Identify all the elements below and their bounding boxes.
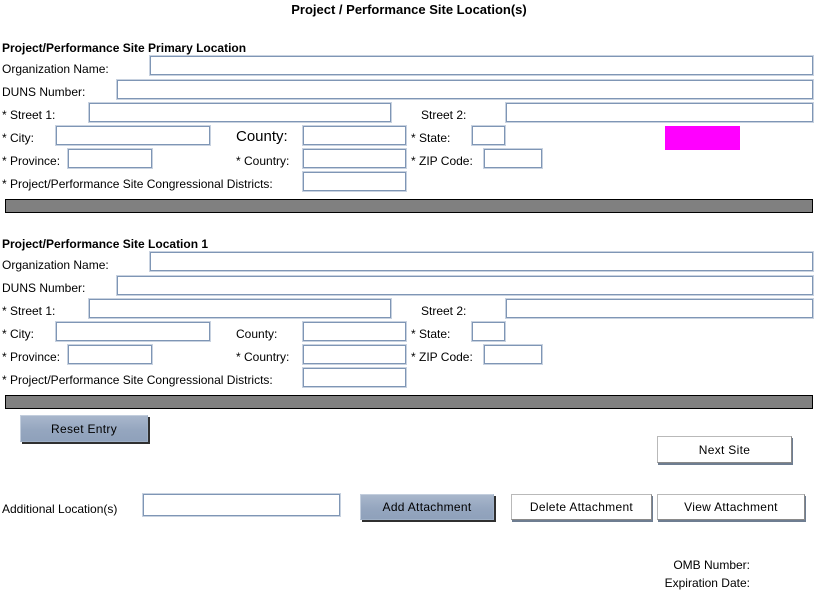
input-duns-number-2[interactable] (117, 276, 813, 295)
input-city-2[interactable] (56, 322, 210, 341)
label-duns-number-1: DUNS Number: (2, 85, 86, 99)
reset-entry-button[interactable]: Reset Entry (20, 415, 148, 442)
label-county-1: County: (236, 128, 288, 145)
label-province-1: * Province: (2, 154, 61, 168)
section-separator-1 (5, 199, 813, 213)
delete-attachment-button[interactable]: Delete Attachment (511, 494, 652, 520)
label-organization-name-1: Organization Name: (2, 62, 109, 76)
input-country-1[interactable] (303, 149, 406, 168)
label-county-2: County: (236, 327, 278, 341)
input-state-2[interactable] (472, 322, 505, 341)
label-congressional-districts-1: * Project/Performance Site Congressional… (2, 177, 273, 191)
input-province-2[interactable] (68, 345, 152, 364)
highlight-box (665, 126, 740, 150)
label-street1-1: * Street 1: (2, 108, 56, 122)
label-state-2: * State: (411, 327, 451, 341)
label-street2-1: Street 2: (421, 108, 467, 122)
input-province-1[interactable] (68, 149, 152, 168)
label-street2-2: Street 2: (421, 304, 467, 318)
label-zip-code-1: * ZIP Code: (411, 154, 473, 168)
label-additional-locations: Additional Location(s) (2, 502, 118, 516)
omb-number-label: OMB Number: (673, 558, 750, 572)
input-street1-1[interactable] (89, 103, 391, 122)
input-zip-code-2[interactable] (484, 345, 542, 364)
label-country-1: * Country: (236, 154, 290, 168)
section-heading-location-1: Project/Performance Site Location 1 (2, 237, 209, 251)
add-attachment-button[interactable]: Add Attachment (360, 494, 494, 520)
next-site-button[interactable]: Next Site (657, 436, 792, 463)
label-city-2: * City: (2, 327, 35, 341)
input-state-1[interactable] (472, 126, 505, 145)
input-organization-name-1[interactable] (150, 56, 813, 75)
section-heading-primary-location: Project/Performance Site Primary Locatio… (2, 41, 247, 55)
input-county-2[interactable] (303, 322, 406, 341)
label-street1-2: * Street 1: (2, 304, 56, 318)
input-additional-locations[interactable] (143, 494, 340, 516)
expiration-date-label: Expiration Date: (664, 576, 750, 590)
section-separator-2 (5, 395, 813, 409)
label-congressional-districts-2: * Project/Performance Site Congressional… (2, 373, 273, 387)
input-street1-2[interactable] (89, 299, 391, 318)
input-city-1[interactable] (56, 126, 210, 145)
input-street2-1[interactable] (506, 103, 813, 122)
view-attachment-button[interactable]: View Attachment (657, 494, 805, 520)
label-duns-number-2: DUNS Number: (2, 281, 86, 295)
input-congressional-districts-1[interactable] (303, 172, 406, 191)
label-organization-name-2: Organization Name: (2, 258, 109, 272)
label-zip-code-2: * ZIP Code: (411, 350, 473, 364)
label-state-1: * State: (411, 131, 451, 145)
input-country-2[interactable] (303, 345, 406, 364)
input-congressional-districts-2[interactable] (303, 368, 406, 387)
input-street2-2[interactable] (506, 299, 813, 318)
input-zip-code-1[interactable] (484, 149, 542, 168)
label-city-1: * City: (2, 131, 35, 145)
input-county-1[interactable] (303, 126, 406, 145)
page-title: Project / Performance Site Location(s) (291, 2, 527, 17)
input-organization-name-2[interactable] (150, 252, 813, 271)
label-country-2: * Country: (236, 350, 290, 364)
label-province-2: * Province: (2, 350, 61, 364)
input-duns-number-1[interactable] (117, 80, 813, 99)
